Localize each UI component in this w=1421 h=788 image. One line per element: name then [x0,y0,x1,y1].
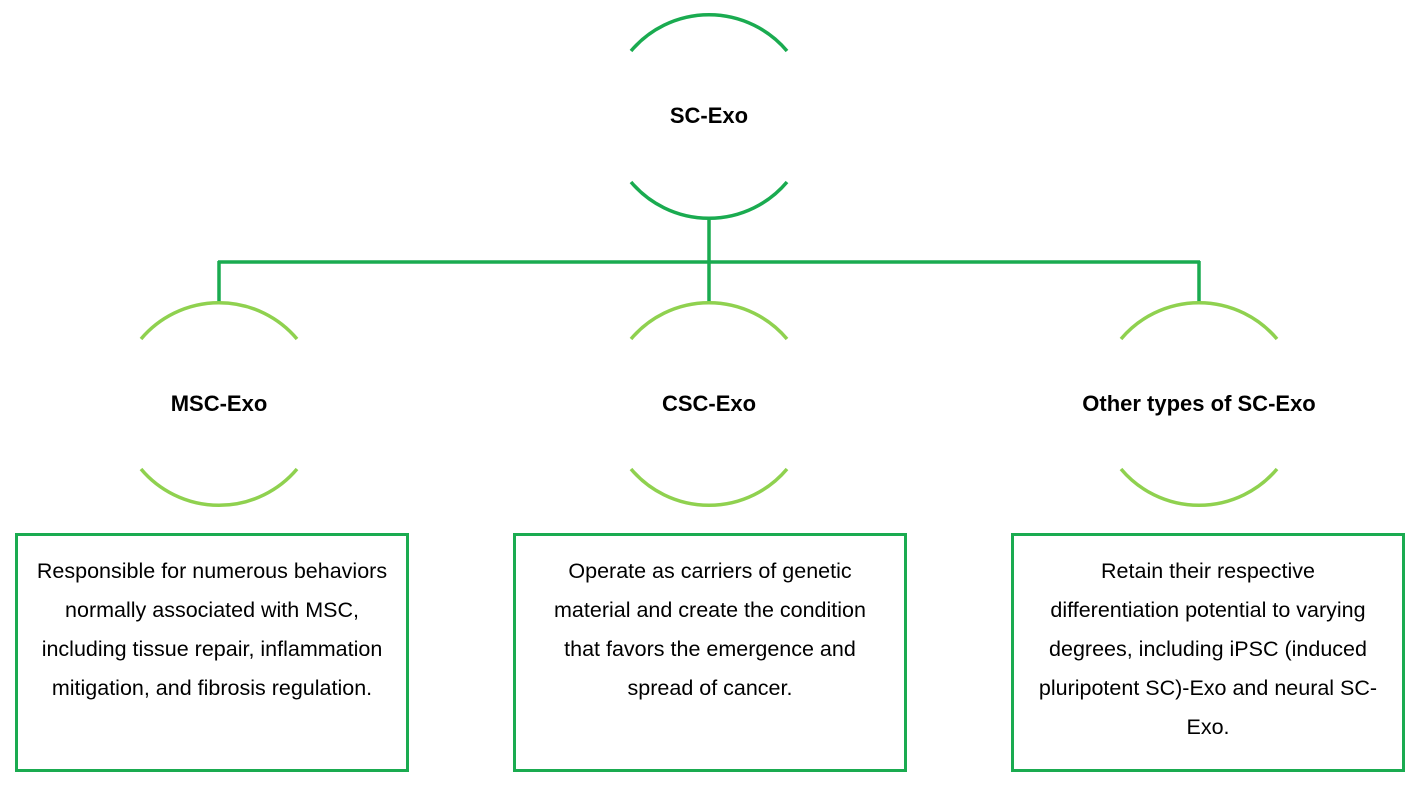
root-node-label: SC-Exo [669,103,749,128]
other-sc-exo-description: Retain their respective differentiation … [1038,559,1378,739]
csc-exo-label: CSC-Exo [661,391,757,416]
other-sc-exo-label: Other types of SC-Exo [1082,391,1316,416]
other-top-arc [1119,300,1279,341]
other-sc-exo-description-box: Retain their respective differentiation … [1011,533,1405,772]
csc-exo-description-box: Operate as carriers of genetic material … [513,533,907,772]
msc-top-arc [139,300,299,341]
root-top-arc [629,12,789,53]
msc-exo-description: Responsible for numerous behaviors norma… [36,559,388,700]
msc-bottom-arc [139,467,299,508]
other-bottom-arc [1119,467,1279,508]
msc-exo-label: MSC-Exo [170,391,268,416]
root-bottom-arc [629,180,789,221]
csc-bottom-arc [629,467,789,508]
csc-top-arc [629,300,789,341]
csc-exo-description: Operate as carriers of genetic material … [554,559,866,700]
msc-exo-description-box: Responsible for numerous behaviors norma… [15,533,409,772]
